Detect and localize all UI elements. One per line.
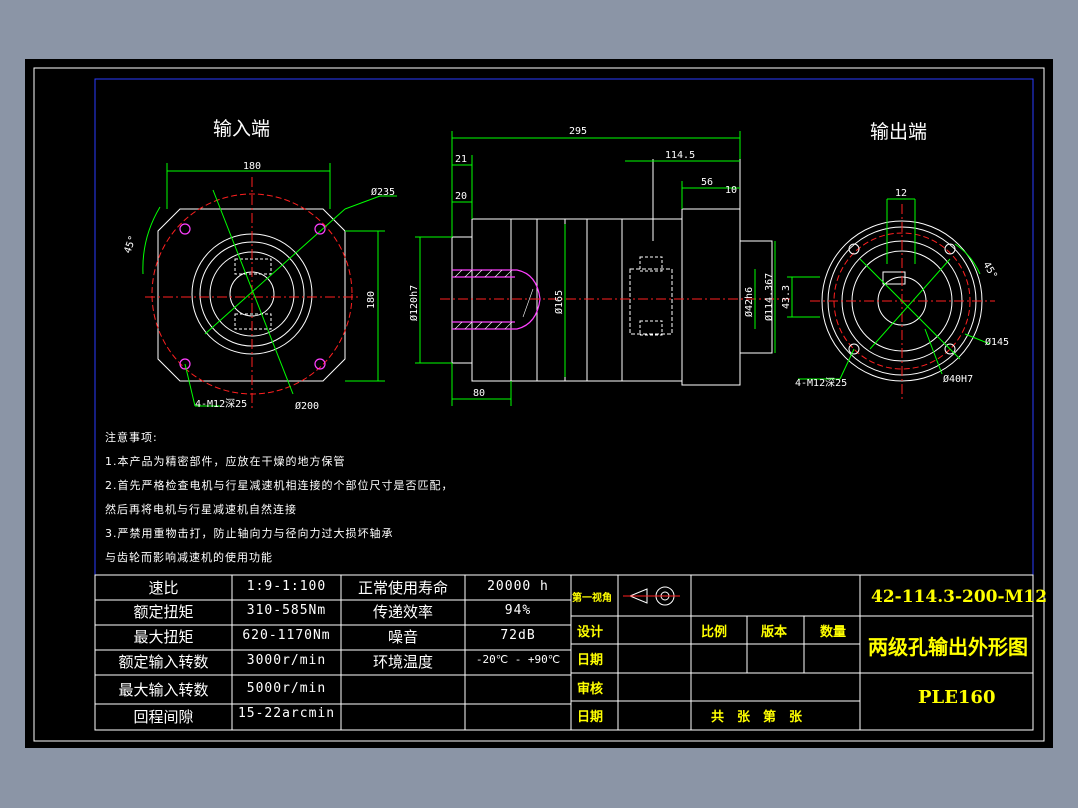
projection-symbol-icon (623, 586, 680, 606)
input-square-flange (157, 208, 346, 382)
note-line: 注意事项: (105, 431, 158, 444)
dim-295: 295 (569, 126, 587, 137)
spec-value: 1:9-1:100 (246, 579, 327, 594)
dim-200: Ø200 (295, 400, 319, 412)
input-end-title: 输入端 (213, 118, 271, 140)
note-line: 与齿轮而影响减速机的使用功能 (105, 551, 273, 564)
bolt-label-right: 4-M12深25 (795, 377, 847, 389)
spec-value: 94% (504, 603, 532, 618)
dim-10: 10 (725, 185, 737, 196)
spec-value: 3000r/min (246, 653, 327, 668)
hatch (454, 269, 534, 330)
note-line: 3.严禁用重物击打，防止轴向力与径向力过大损坏轴承 (105, 527, 394, 540)
drawing-name: 两级孔输出外形图 (868, 635, 1028, 659)
spec-value: -20℃ - +90℃ (475, 653, 561, 666)
dim-114-367: Ø114.367 (763, 273, 775, 321)
spec-label: 噪音 (387, 628, 418, 646)
note-line: 1.本产品为精密部件，应放在干燥的地方保管 (105, 455, 346, 468)
drawing-sheet: 180 Ø235 180 45° 4-M12深25 Ø200 295 21 20… (25, 59, 1053, 748)
spec-label: 最大输入转数 (118, 681, 209, 699)
dim-20: 20 (455, 191, 467, 202)
design-label: 设计 (577, 625, 604, 640)
spec-value: 5000r/min (246, 681, 327, 696)
dim-145: Ø145 (985, 336, 1009, 348)
spec-value: 72dB (500, 628, 536, 643)
dim-12: 12 (895, 188, 907, 199)
dim-42h6: Ø42h6 (743, 287, 755, 317)
projection-label: 第一视角 (572, 593, 612, 604)
spec-label: 正常使用寿命 (357, 579, 448, 597)
input-bolt-holes (179, 223, 326, 370)
dimension-labels: 180 Ø235 180 45° 4-M12深25 Ø200 295 21 20… (122, 126, 1009, 412)
dim-45-right: 45° (980, 260, 999, 281)
date-label-2: 日期 (577, 710, 604, 725)
dim-43-3: 43.3 (781, 285, 792, 309)
note-line: 2.首先严格检查电机与行星减速机相连接的个部位尺寸是否匹配， (105, 479, 454, 492)
note-line: 然后再将电机与行星减速机自然连接 (105, 503, 297, 516)
dim-21: 21 (455, 154, 467, 165)
output-dimensions (787, 198, 991, 380)
dim-45-left: 45° (122, 234, 139, 255)
review-label: 审核 (577, 682, 604, 697)
output-bolt-holes (848, 243, 956, 355)
spec-label: 环境温度 (372, 653, 433, 671)
spec-label: 额定扭矩 (133, 603, 194, 621)
dim-40h7: Ø40H7 (943, 373, 973, 385)
notes-block: 注意事项: 1.本产品为精密部件，应放在干燥的地方保管 2.首先严格检查电机与行… (105, 429, 454, 573)
spec-value: 20000 h (487, 579, 549, 594)
drawing-canvas: 180 Ø235 180 45° 4-M12深25 Ø200 295 21 20… (33, 67, 1045, 742)
spec-label: 最大扭矩 (133, 628, 194, 646)
dim-114-5: 114.5 (665, 150, 695, 161)
spec-value: 620-1170Nm (242, 628, 331, 643)
spec-table-grid (94, 574, 572, 731)
side-dimensions (415, 131, 776, 406)
spec-value: 310-585Nm (246, 603, 327, 618)
dim-56: 56 (701, 177, 713, 188)
version-label: 版本 (761, 625, 788, 640)
spec-label: 传递效率 (372, 603, 433, 621)
outer-frame (33, 67, 1045, 742)
dim-120h7: Ø120h7 (408, 285, 420, 321)
spec-label: 速比 (148, 579, 179, 597)
dim-80: 80 (473, 388, 485, 399)
spec-value: 15-22arcmin (237, 706, 336, 721)
model-name: PLE160 (918, 687, 996, 708)
date-label-1: 日期 (577, 653, 604, 668)
spec-label: 回程间隙 (133, 708, 194, 726)
scale-label: 比例 (701, 625, 728, 640)
quantity-label: 数量 (820, 625, 847, 640)
input-view (145, 177, 360, 411)
dim-165: Ø165 (553, 290, 565, 314)
output-end-title: 输出端 (870, 121, 928, 143)
drawing-code: 42-114.3-200-M12 (871, 587, 1048, 607)
sheet-count-label: 共 张 第 张 (711, 710, 803, 725)
dim-180-side: 180 (366, 291, 377, 309)
spec-label: 额定输入转数 (118, 653, 209, 671)
dim-180-top: 180 (243, 161, 261, 172)
title-block-grid (570, 574, 1034, 731)
bolt-label-left: 4-M12深25 (195, 398, 247, 410)
input-dimensions (142, 163, 397, 407)
dim-235: Ø235 (371, 186, 395, 198)
